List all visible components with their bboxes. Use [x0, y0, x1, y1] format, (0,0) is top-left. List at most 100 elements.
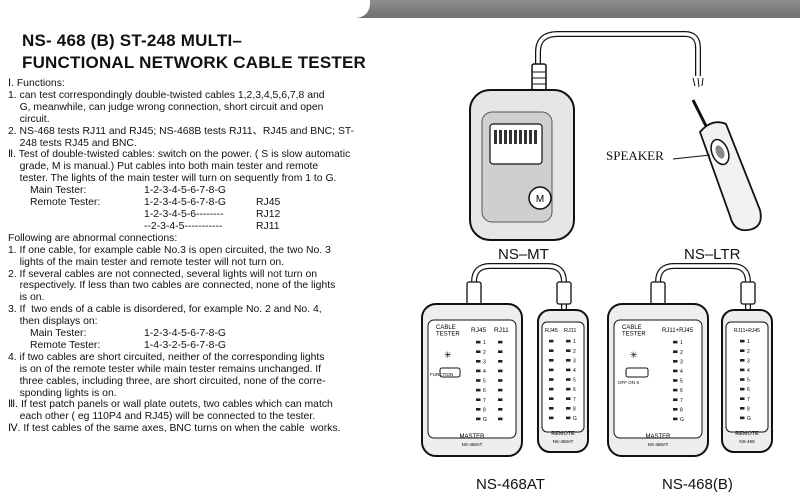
led-label: 4: [483, 369, 486, 375]
led-label: 6: [680, 388, 683, 394]
led-indicator: [740, 349, 745, 352]
led-indicator: [549, 339, 554, 343]
led-indicator: [498, 417, 503, 421]
led-indicator: [498, 340, 503, 344]
at-indicator-icon: ✳: [444, 350, 452, 360]
led-indicator: [740, 368, 745, 372]
test-section: Ⅱ. Test of double-twisted cables: switch…: [8, 149, 351, 185]
sequence-value: 1-4-3-2-5-6-7-8-G: [144, 339, 226, 351]
led-label: 2: [680, 350, 683, 356]
led-indicator: [673, 350, 678, 353]
caption-ns-468b: NS-468(B): [662, 476, 733, 493]
led-indicator: [566, 349, 571, 352]
at-rj45-label: RJ45: [471, 327, 487, 334]
led-label: 7: [680, 398, 683, 404]
sequence-row: Main Tester:1-2-3-4-5-6-7-8-G: [8, 185, 396, 197]
led-indicator: [673, 398, 678, 401]
instructions-text: Ⅰ. Functions: 1. can test correspondingl…: [8, 78, 396, 435]
led-indicator: [673, 408, 678, 411]
led-label: 1: [747, 339, 750, 345]
sequence-label: Remote Tester:: [30, 339, 101, 351]
sequence-label: [8, 221, 144, 233]
led-label: 7: [747, 397, 750, 403]
sequence-tag: RJ12: [256, 208, 281, 220]
ns-ltr-probe: [698, 121, 762, 232]
led-label: 3: [747, 358, 750, 364]
function-item-2: 2. NS-468 tests RJ11 and RJ45; NS-468B t…: [8, 125, 355, 149]
led-label: 5: [747, 378, 750, 384]
led-label: 7: [573, 397, 576, 403]
bnc-section: Ⅳ. If test cables of the same axes, BNC …: [8, 423, 341, 435]
led-label: 6: [573, 387, 576, 393]
led-indicator: [740, 339, 745, 343]
patch-panel-section: Ⅲ. If test patch panels or wall plate ou…: [8, 399, 333, 423]
led-label: 1: [680, 340, 683, 346]
led-label: 4: [747, 368, 750, 374]
b-switch-label: OFF ON S: [618, 380, 639, 385]
mt-cable: [535, 31, 701, 76]
sequence-label: Remote Tester:: [30, 197, 101, 209]
led-indicator: [566, 387, 571, 391]
led-indicator: [673, 340, 678, 344]
b-rj-label: RJ11+RJ45: [662, 328, 694, 334]
led-indicator: [566, 378, 571, 381]
sequence-label: [8, 209, 144, 221]
sequence-tag: RJ11: [256, 220, 280, 232]
page-title-line-2: FUNCTIONAL NETWORK CABLE TESTER: [22, 53, 366, 72]
abnormal-item-1: 1. If one cable, for example cable No.3 …: [8, 244, 331, 268]
led-indicator: [498, 408, 503, 411]
led-label: G: [680, 417, 684, 423]
led-indicator: [549, 368, 554, 372]
sequence-value: --2-3-4-5-----------: [144, 220, 223, 232]
led-indicator: [476, 350, 481, 353]
abnormal-heading: Following are abnormal connections:: [8, 232, 178, 244]
function-item-1: 1. can test correspondingly double-twist…: [8, 89, 325, 125]
led-indicator: [476, 379, 481, 382]
led-indicator: [673, 417, 678, 421]
at-function-label: FUNCTION: [430, 372, 453, 377]
led-label: 5: [680, 379, 683, 385]
sequence-row: Main Tester:1-2-3-4-5-6-7-8-G: [8, 328, 396, 340]
sequence-value: 1-2-3-4-5-6--------: [144, 208, 224, 220]
caption-ns-ltr: NS–LTR: [684, 246, 741, 263]
led-label: 1: [573, 339, 576, 345]
at-master-model: NS-468AT: [462, 442, 483, 447]
led-indicator: [498, 388, 503, 392]
ltr-tip: [691, 99, 708, 127]
led-indicator: [498, 369, 503, 373]
led-indicator: [476, 398, 481, 401]
sequence-tag: RJ45: [256, 197, 281, 209]
led-label: 3: [483, 359, 486, 365]
led-label: G: [573, 416, 577, 422]
led-indicator: [476, 340, 481, 344]
led-label: 2: [483, 350, 486, 356]
mt-m-button-label: M: [536, 194, 544, 205]
led-label: 8: [747, 406, 750, 412]
led-indicator: [476, 360, 481, 363]
led-indicator: [549, 416, 554, 420]
b-master-model: NS-468AT: [648, 442, 669, 447]
label-line: TESTER: [436, 332, 460, 338]
led-indicator: [740, 378, 745, 381]
led-indicator: [498, 379, 503, 382]
led-label: 2: [747, 349, 750, 355]
led-indicator: [549, 397, 554, 400]
at-remote-rj11-label: RJ11: [564, 328, 576, 334]
led-label: 1: [483, 340, 486, 346]
at-remote-rj45-label: RJ45: [545, 328, 558, 334]
led-indicator: [549, 378, 554, 381]
mt-m-button: [528, 186, 552, 210]
led-label: 6: [483, 388, 486, 394]
mt-led-bars: [494, 130, 537, 144]
b-cable-tester-text: CABLE: [622, 325, 642, 331]
led-indicator: [549, 349, 554, 352]
speaker-label: SPEAKER: [606, 148, 664, 163]
functions-heading: Ⅰ. Functions:: [8, 78, 65, 89]
